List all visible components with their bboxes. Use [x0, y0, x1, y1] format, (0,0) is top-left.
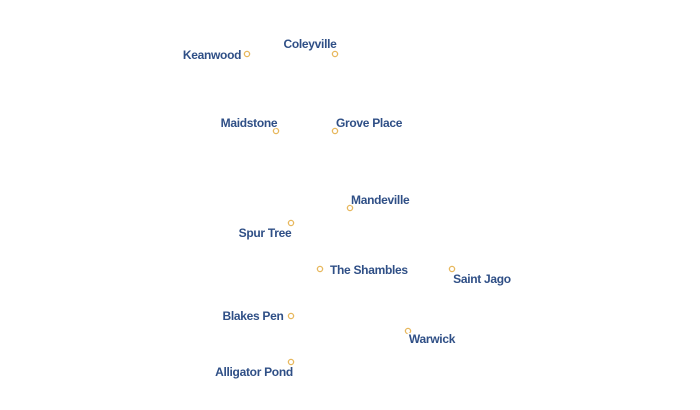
place-coleyville[interactable]: Coleyville	[282, 36, 339, 58]
place-mandeville[interactable]: Mandeville	[346, 192, 412, 212]
place-marker-icon[interactable]	[287, 358, 295, 366]
place-marker-icon[interactable]	[346, 204, 354, 212]
place-marker-icon[interactable]	[331, 50, 339, 58]
place-marker-icon[interactable]	[331, 127, 339, 135]
place-label: Grove Place	[336, 116, 403, 130]
place-marker-icon[interactable]	[404, 327, 412, 335]
place-marker-icon[interactable]	[287, 219, 295, 227]
place-saint-jago[interactable]: Saint Jago	[448, 265, 513, 288]
place-label: Warwick	[409, 332, 456, 346]
place-label: The Shambles	[330, 263, 408, 277]
place-label: Spur Tree	[239, 226, 292, 240]
place-marker-icon[interactable]	[287, 312, 295, 320]
place-marker-icon[interactable]	[448, 265, 456, 273]
place-keanwood[interactable]: Keanwood	[181, 47, 251, 64]
place-label: Coleyville	[283, 37, 337, 51]
place-spur-tree[interactable]: Spur Tree	[237, 219, 295, 242]
place-grove-place[interactable]: Grove Place	[331, 115, 405, 135]
place-label: Saint Jago	[453, 272, 511, 286]
place-label: Alligator Pond	[215, 365, 293, 379]
place-label: Keanwood	[183, 48, 241, 62]
place-alligator-pond[interactable]: Alligator Pond	[214, 358, 295, 381]
place-label: Maidstone	[221, 116, 278, 130]
place-marker-icon[interactable]	[316, 265, 324, 273]
place-label: Mandeville	[351, 193, 410, 207]
place-maidstone[interactable]: Maidstone	[219, 115, 280, 135]
place-marker-icon[interactable]	[243, 50, 251, 58]
place-the-shambles[interactable]: The Shambles	[316, 262, 410, 279]
place-warwick[interactable]: Warwick	[404, 327, 457, 348]
place-marker-icon[interactable]	[272, 127, 280, 135]
place-blakes-pen[interactable]: Blakes Pen	[221, 308, 295, 325]
place-label: Blakes Pen	[222, 309, 283, 323]
